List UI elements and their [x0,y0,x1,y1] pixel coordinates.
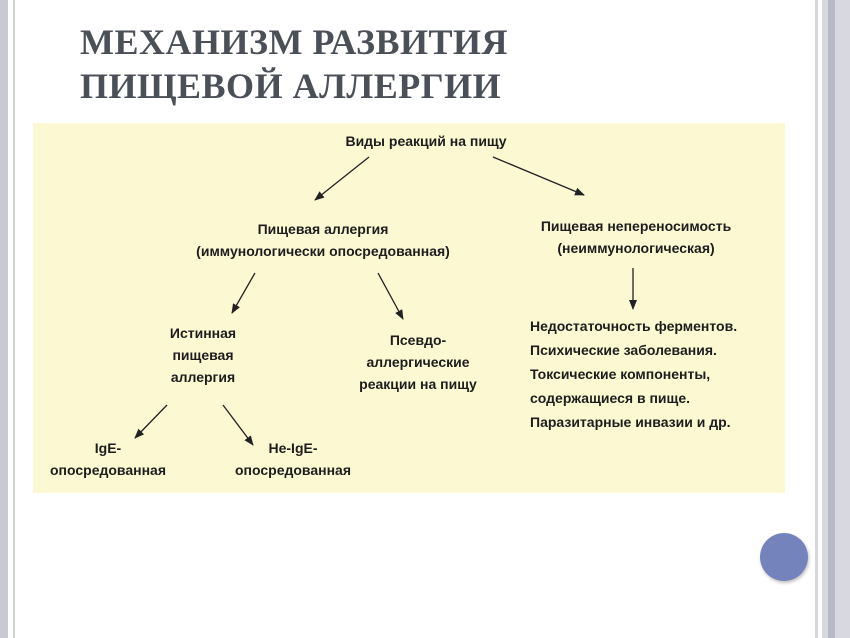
left-decor-line [13,0,15,638]
arrow-allergy-to-pseudo [377,272,404,320]
node-pseudo-allergy: Псевдо- аллергические реакции на пищу [359,332,477,392]
slide-nav-button[interactable] [760,533,808,581]
diagram-arrows [134,156,637,446]
node-intolerance-causes: Недостаточность ферментов. Психические з… [530,318,738,430]
node-non-ige-mediated: Не-IgE- опосредованная [234,440,351,478]
arrow-true-to-non-ige [222,404,254,446]
right-decor-stripe [828,0,835,638]
arrow-allergy-to-true [231,272,256,314]
diagram-panel: Виды реакций на пищу Пищевая аллергия (и… [33,123,785,493]
node-food-allergy: Пищевая аллергия (иммунологически опосре… [196,221,450,259]
arrow-true-to-ige [134,404,168,439]
right-decor-bar [822,0,850,638]
left-decor-bar [0,0,8,638]
slide-title: МЕХАНИЗМ РАЗВИТИЯ ПИЩЕВОЙ АЛЛЕРГИИ [80,22,508,106]
arrow-root-to-intolerance [492,156,585,196]
right-decor-line [815,0,818,638]
arrow-root-to-allergy [314,156,370,201]
node-ige-mediated: IgE- опосредованная [49,440,166,478]
node-food-intolerance: Пищевая непереносимость (неиммунологичес… [540,218,732,256]
node-root: Виды реакций на пищу [345,133,507,149]
node-true-allergy: Истинная пищевая аллергия [169,325,237,385]
